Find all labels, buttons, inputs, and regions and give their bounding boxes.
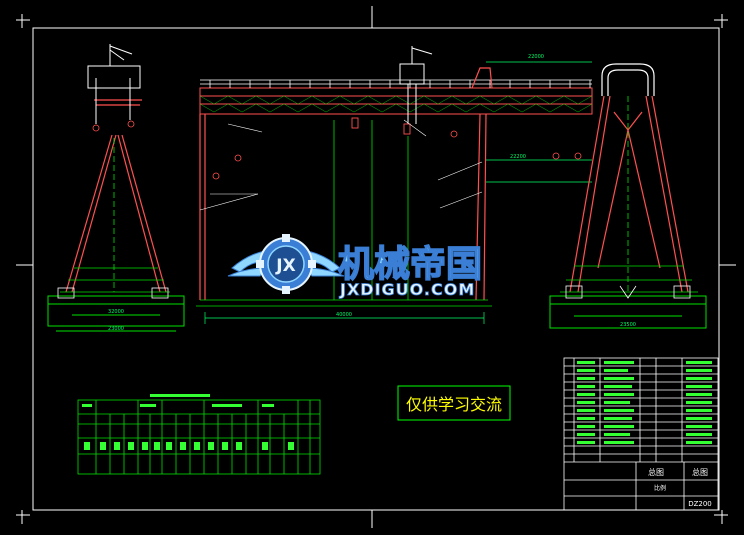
dim-left-inner: 32000 <box>108 309 124 315</box>
title-block-scale: 比例 <box>654 484 666 492</box>
watermark-title: 机械帝国 <box>338 244 482 285</box>
leader-lines <box>199 119 483 211</box>
gear-icon <box>256 234 316 294</box>
note-text: 仅供学习交流 <box>406 395 502 414</box>
walkway-railing <box>200 79 592 88</box>
note-box: 仅供学习交流 <box>397 385 511 421</box>
front-trolley <box>399 46 433 124</box>
emblem-text: JX <box>275 256 295 276</box>
parts-list <box>563 357 719 511</box>
left-trolley <box>87 44 141 124</box>
parts-list-marks <box>577 361 712 444</box>
drawing-border <box>16 6 736 528</box>
parameter-table <box>77 399 321 475</box>
front-dims <box>204 61 592 324</box>
dim-mid: 22200 <box>510 154 526 160</box>
dim-top: 22000 <box>528 54 544 60</box>
title-block-code: DZ200 <box>688 500 712 508</box>
girder-truss <box>199 95 593 113</box>
dim-span: 40000 <box>336 312 352 318</box>
parameter-table-marks <box>82 394 294 450</box>
watermark-subtitle: JXDIGUO.COM <box>339 280 475 299</box>
right-base-beam <box>549 295 707 329</box>
right-side-view <box>549 63 707 329</box>
main-girder <box>199 87 593 115</box>
dim-right-base: 23500 <box>620 322 636 328</box>
left-base-beam <box>47 295 185 332</box>
title-block-sheet: 总图 <box>692 467 708 477</box>
front-legs <box>199 67 493 301</box>
left-side-view <box>47 44 185 332</box>
dim-left-base: 23000 <box>108 326 124 332</box>
right-legs <box>569 95 689 293</box>
front-elevation <box>196 46 593 324</box>
title-block-name: 总图 <box>648 467 664 477</box>
watermark-logo: JX 机械帝国 JXDIGUO.COM <box>227 234 483 299</box>
